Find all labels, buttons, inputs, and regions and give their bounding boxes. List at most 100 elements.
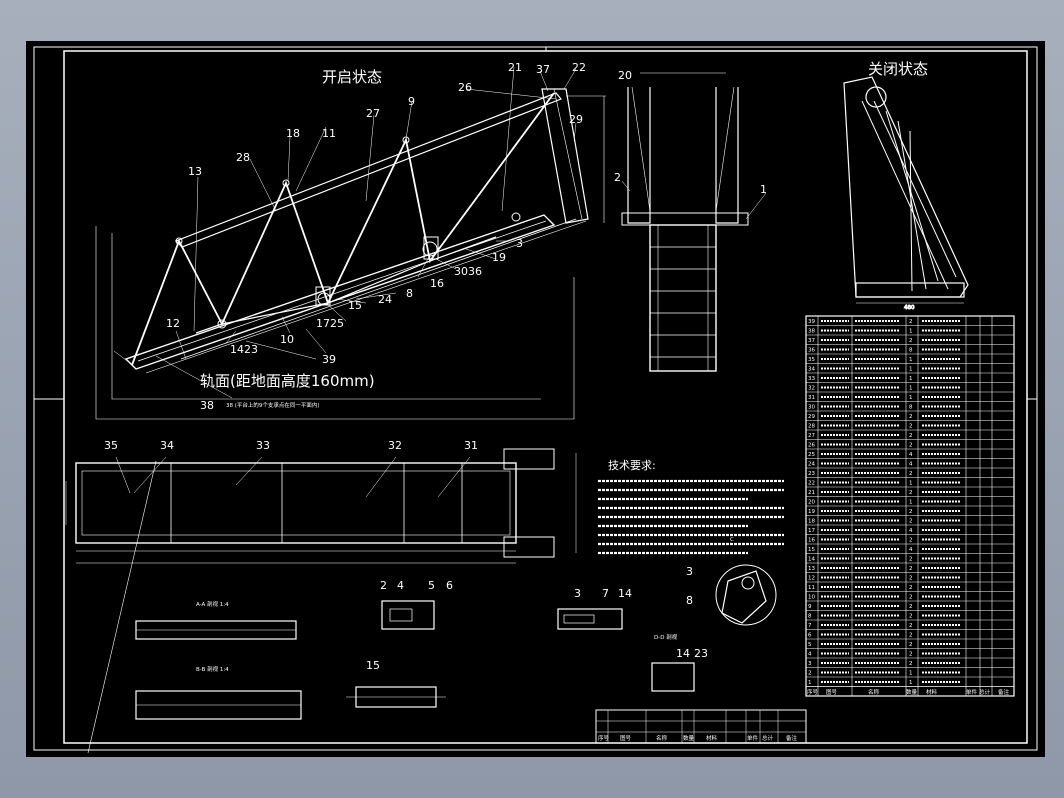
bom-row-no: 37 xyxy=(808,338,815,344)
bom-row-no: 36 xyxy=(808,348,815,354)
note-38: 38 (平台上的9个支承点在同一平面内) xyxy=(226,401,320,409)
detail-1 xyxy=(381,600,435,630)
bom-row-qty: 4 xyxy=(909,462,913,468)
bom-row-no: 9 xyxy=(808,604,812,610)
ground-line xyxy=(145,220,587,374)
part-balloon: 20 xyxy=(618,69,632,82)
closed-wheel xyxy=(865,86,887,108)
part-balloon: 38 xyxy=(200,399,214,412)
bom-header-cell: 材料 xyxy=(926,688,938,696)
bom-row-no: 19 xyxy=(808,509,815,515)
part-balloon: 10 xyxy=(280,333,294,346)
bom-row-no: 12 xyxy=(808,576,815,582)
tech-req-title: 技术要求: xyxy=(608,459,656,472)
detail-2-inner xyxy=(563,614,595,624)
bom-header-cell: 序号 xyxy=(807,688,819,696)
joint-node xyxy=(511,212,521,222)
detail-views: A-A 剖视 1:4 B-B 剖视 1:4 D-D 剖视 C xyxy=(135,537,777,720)
open-state-title: 开启状态 xyxy=(322,68,382,86)
detail-5-circle xyxy=(715,564,777,626)
leader-1 xyxy=(745,192,767,220)
part-balloon: 28 xyxy=(236,151,250,164)
part-balloon: 23 xyxy=(244,343,258,356)
bottom-table-header: 图号 xyxy=(620,734,632,742)
truss-diagonals xyxy=(131,92,555,366)
bom-row-no: 10 xyxy=(808,595,815,601)
bom-row-no: 35 xyxy=(808,357,815,363)
part-balloon: 15 xyxy=(348,299,362,312)
bom-row-no: 25 xyxy=(808,452,815,458)
closed-state-title: 关闭状态 xyxy=(868,60,928,78)
part-balloon: 16 xyxy=(430,277,444,290)
bom-row-no: 31 xyxy=(808,395,815,401)
part-balloon: 31 xyxy=(464,439,478,452)
bom-row-no: 2 xyxy=(808,671,812,677)
detail-a-a-label: A-A 剖视 1:4 xyxy=(196,600,229,608)
bom-row-qty: 1 xyxy=(909,367,913,373)
part-balloon: 32 xyxy=(388,439,402,452)
bom-row-qty: 2 xyxy=(909,538,913,544)
bom-header-cell: 总计 xyxy=(979,688,991,696)
bom-row-qty: 1 xyxy=(909,329,913,335)
front-brace xyxy=(631,86,651,212)
open-state-view xyxy=(95,66,606,420)
bom-row-no: 28 xyxy=(808,424,815,430)
part-balloon: 11 xyxy=(322,127,336,140)
detail-5-pin xyxy=(741,576,755,590)
plan-outline xyxy=(75,462,517,544)
detail-balloon: 6 xyxy=(446,579,453,592)
bom-row-qty: 2 xyxy=(909,443,913,449)
detail-balloon: 23 xyxy=(694,647,708,660)
closed-member xyxy=(861,100,949,290)
part-balloon: 35 xyxy=(104,439,118,452)
bom-row-qty: 2 xyxy=(909,509,913,515)
bom-row-qty: 2 xyxy=(909,471,913,477)
front-view xyxy=(621,72,767,372)
front-ladder xyxy=(649,224,717,372)
bom-row-qty: 2 xyxy=(909,614,913,620)
bom-row-no: 23 xyxy=(808,471,815,477)
bom-row-no: 30 xyxy=(808,405,815,411)
bom-row-qty: 1 xyxy=(909,357,913,363)
bottom-table-header: 序号 xyxy=(598,734,610,742)
plan-view xyxy=(65,448,577,754)
bom-row-no: 39 xyxy=(808,319,815,325)
bom-row-no: 5 xyxy=(808,642,812,648)
bom-row-qty: 4 xyxy=(909,528,913,534)
upper-beam xyxy=(174,92,562,248)
base-channel xyxy=(124,214,556,370)
bom-row-no: 27 xyxy=(808,433,815,439)
bom-header-cell: 名称 xyxy=(868,688,880,696)
part-balloon: 29 xyxy=(569,113,583,126)
bom-row-qty: 2 xyxy=(909,652,913,658)
detail-balloon: 4 xyxy=(397,579,404,592)
bom-header-cell: 备注 xyxy=(998,688,1010,696)
drawing-sheet: 开启状态 关闭状态 xyxy=(33,46,1038,754)
part-balloon: 39 xyxy=(322,353,336,366)
part-balloon: 17 xyxy=(316,317,330,330)
joint-node xyxy=(422,241,438,257)
end-frame xyxy=(541,88,589,224)
front-left-post xyxy=(627,87,651,224)
bom-row-qty: 2 xyxy=(909,604,913,610)
bottom-table-header: 备注 xyxy=(786,734,798,742)
detail-b-b-label: B-B 剖视 1:4 xyxy=(196,665,229,673)
bom-row-qty: 8 xyxy=(909,348,913,354)
part-balloon: 33 xyxy=(256,439,270,452)
bom-row-qty: 8 xyxy=(909,405,913,411)
part-balloon: 3 xyxy=(516,237,523,250)
joint-node xyxy=(282,179,290,187)
bom-row-qty: 4 xyxy=(909,452,913,458)
bom-row-no: 14 xyxy=(808,557,815,563)
bom-row-no: 7 xyxy=(808,623,812,629)
dim-frame-inner xyxy=(111,233,541,400)
tech-req-lines xyxy=(598,479,784,555)
part-balloon: 21 xyxy=(508,61,522,74)
bom-row-no: 4 xyxy=(808,652,812,658)
detail-5-part xyxy=(721,570,767,624)
detail-balloon: 5 xyxy=(428,579,435,592)
bom-row-no: 6 xyxy=(808,633,812,639)
drawing-canvas[interactable]: 开启状态 关闭状态 xyxy=(26,41,1045,757)
